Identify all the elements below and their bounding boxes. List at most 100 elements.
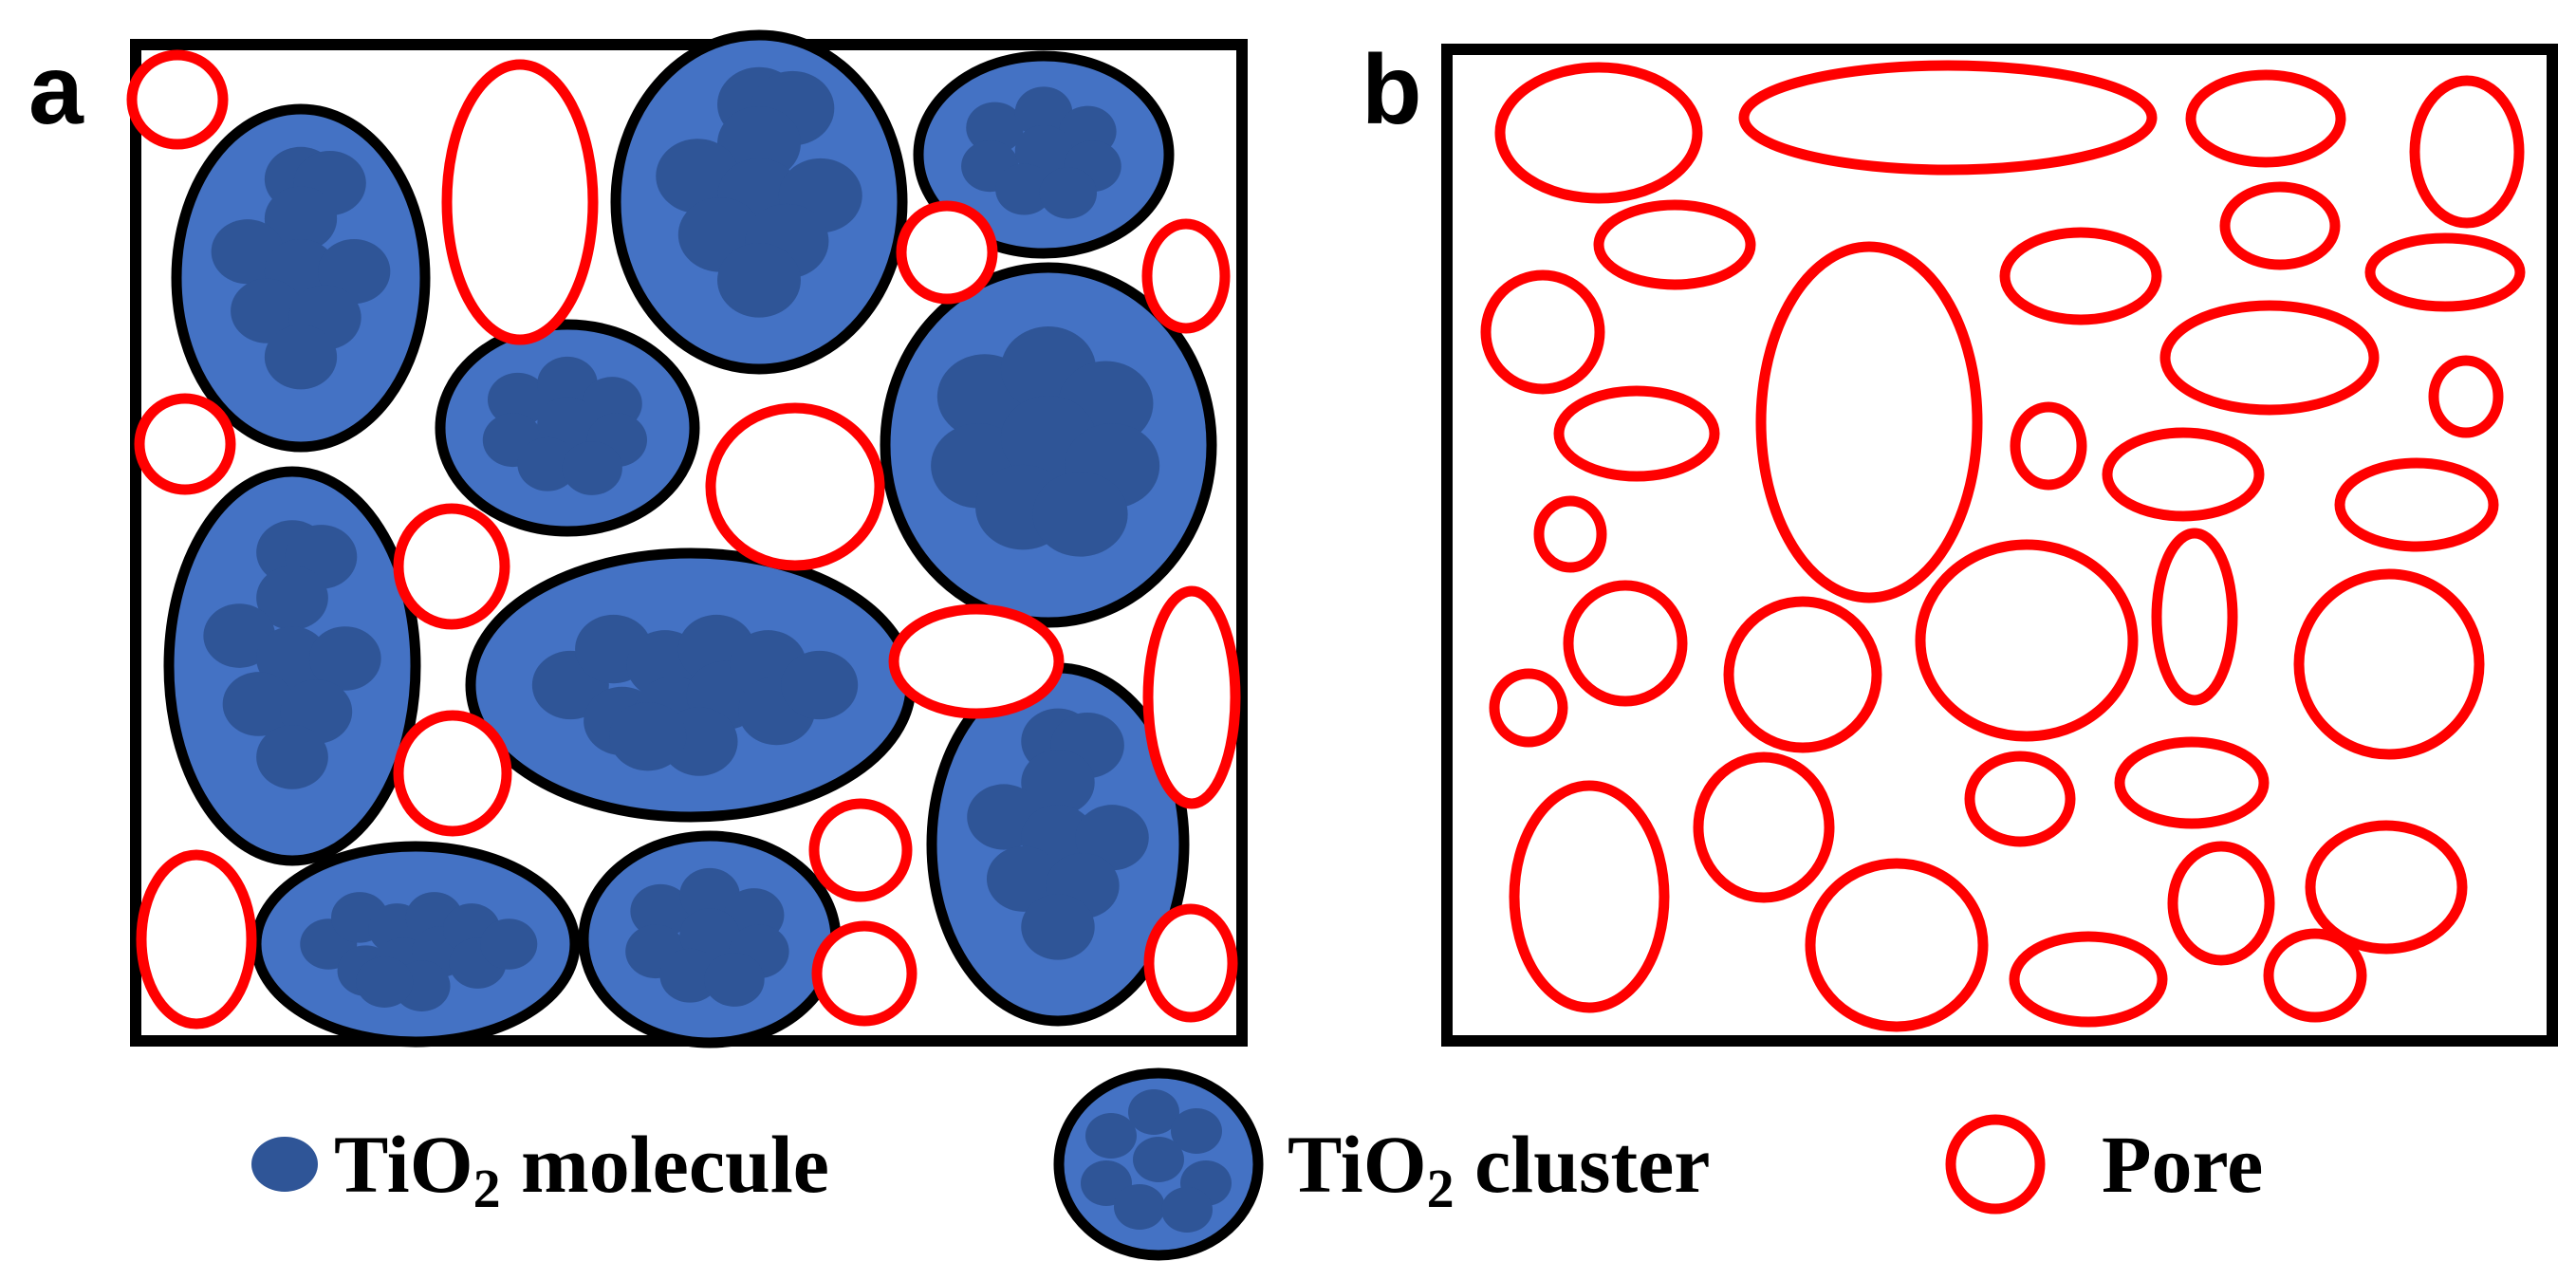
pore (2428, 355, 2504, 438)
pore (393, 503, 510, 630)
pore (2151, 528, 2238, 706)
tio2-molecule (1171, 1108, 1222, 1154)
tio2-cluster (913, 50, 1175, 259)
legend-pore-icon (1945, 1114, 2046, 1215)
tio2-cluster (926, 662, 1190, 1027)
pore (1142, 585, 1241, 809)
tio2-molecule (1039, 167, 1098, 219)
pore (1964, 751, 2076, 847)
pore (1563, 580, 1688, 707)
pore (2334, 457, 2499, 552)
tio2-molecule (1085, 1113, 1137, 1159)
tio2-molecule (717, 243, 801, 318)
panel-b-content (1480, 60, 2526, 1032)
pore (126, 49, 229, 150)
pore (2185, 69, 2346, 168)
tio2-molecule (222, 672, 295, 736)
tio2-cluster (171, 103, 431, 453)
tio2-cluster (578, 830, 842, 1048)
tio2-molecule (308, 626, 381, 691)
tio2-molecule (966, 102, 1024, 154)
tio2-molecule (1014, 124, 1073, 176)
tio2-molecule (256, 725, 328, 789)
pore (1141, 218, 1231, 334)
tio2-molecule (231, 278, 304, 343)
pore (1915, 539, 2139, 742)
pore (441, 59, 599, 345)
tio2-molecule (1161, 1187, 1213, 1233)
tio2-molecule (1075, 805, 1149, 871)
pore (808, 798, 913, 902)
pore (2009, 931, 2168, 1028)
legend-molecule-icon (251, 1137, 318, 1192)
pore (2305, 820, 2468, 955)
pore (2364, 232, 2526, 312)
pore (2263, 928, 2367, 1023)
pore (393, 710, 512, 837)
tio2-cluster (163, 466, 421, 866)
pore (2167, 841, 2275, 966)
tio2-molecule (717, 105, 801, 181)
legend-cluster-label: TiO2 cluster (1288, 1119, 1710, 1219)
pore (2114, 736, 2270, 829)
tio2-molecule (256, 566, 328, 630)
pore (888, 603, 1065, 719)
tio2-molecule (659, 948, 720, 1003)
tio2-molecule (1014, 86, 1073, 139)
pore (705, 402, 885, 571)
tio2-molecule (487, 372, 548, 427)
tio2-molecule (1021, 750, 1095, 816)
tio2-molecule (1114, 1184, 1165, 1230)
tio2-molecule (679, 867, 740, 922)
tio2-molecule (256, 626, 328, 691)
pore (136, 849, 257, 1030)
pore (2159, 300, 2380, 416)
pore (1805, 858, 1989, 1032)
pore (1738, 60, 2158, 176)
pore (1723, 596, 1882, 753)
pore (1533, 495, 1607, 573)
pore (134, 393, 236, 495)
tio2-molecule (995, 163, 1053, 215)
pore (1143, 903, 1238, 1023)
tio2-molecule (609, 702, 687, 771)
legend-pore-label: Pore (2102, 1119, 2263, 1210)
panel-a-content (126, 29, 1241, 1048)
pore (1593, 199, 1756, 290)
pore (811, 920, 917, 1027)
pore (1494, 62, 1703, 204)
tio2-molecule (704, 953, 765, 1007)
pore (1480, 269, 1605, 395)
pore (2102, 427, 2265, 522)
tio2-molecule (679, 908, 740, 963)
panel-label-b: b (1362, 35, 1422, 145)
pore (2219, 181, 2341, 270)
tio2-cluster (465, 547, 917, 823)
pore (1755, 241, 1983, 603)
tio2-molecule (1021, 894, 1095, 960)
tio2-cluster (610, 29, 908, 375)
tio2-molecule (1128, 1089, 1179, 1135)
pore (1509, 780, 1670, 1013)
tio2-molecule (986, 845, 1061, 912)
pore (1489, 668, 1568, 748)
pore (1693, 751, 1835, 903)
tio2-molecule (1133, 1137, 1184, 1182)
legend-molecule-label: TiO2 molecule (334, 1119, 829, 1219)
pore (2293, 568, 2485, 760)
tio2-cluster (880, 262, 1217, 628)
pore (1999, 227, 2162, 325)
tio2-molecule (562, 441, 622, 495)
tio2-cluster (250, 841, 581, 1048)
pore (2409, 75, 2525, 229)
tio2-molecule (630, 883, 691, 938)
tio2-molecule (537, 356, 598, 411)
tio2-molecule (781, 650, 859, 720)
legend: TiO2 molecule TiO2 cluster Pore (251, 1067, 2263, 1261)
tio2-molecule (264, 186, 338, 251)
pore (1553, 385, 1720, 482)
pore (2010, 401, 2087, 491)
legend-cluster-icon (1053, 1067, 1264, 1261)
tio2-molecule (480, 918, 538, 970)
